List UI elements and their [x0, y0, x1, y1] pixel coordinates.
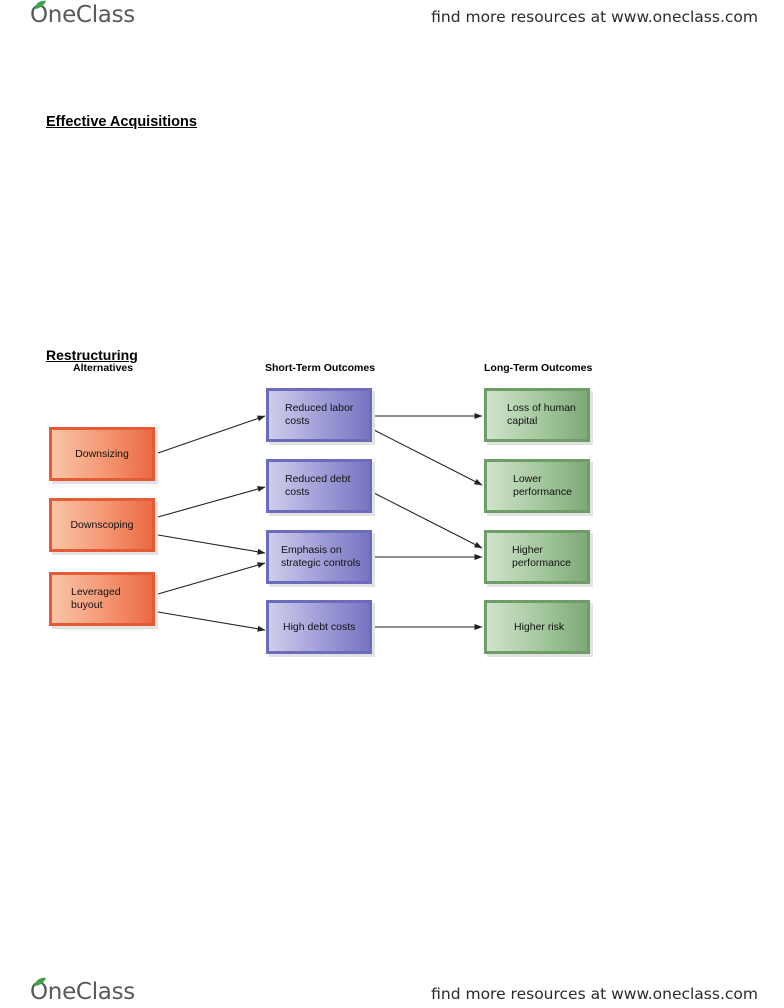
arrow-reduced-labor-to-lower-perf — [373, 429, 483, 486]
diagram-box-leveraged-buyout: Leveraged buyout — [49, 572, 155, 626]
oneclass-logo: OneClass — [30, 0, 135, 28]
site-link-footer[interactable]: find more resources at www.oneclass.com — [431, 985, 758, 1003]
box-label: Reduced debt costs — [285, 473, 351, 498]
box-label: Reduced labor costs — [285, 402, 354, 427]
box-label: Leveraged buyout — [71, 586, 121, 611]
arrow-reduced-debt-to-higher-perf — [373, 492, 483, 549]
leaf-icon — [34, 0, 46, 9]
box-label: Higher risk — [514, 620, 565, 633]
arrow-downsizing-to-reduced-labor — [157, 415, 266, 454]
arrow-buyout-to-high-debt — [157, 611, 266, 632]
section-heading-effective-acquisitions: Effective Acquisitions — [46, 114, 197, 130]
diagram-box-reduced-labor-costs: Reduced labor costs — [266, 388, 372, 442]
column-title-alternatives: Alternatives — [73, 362, 134, 374]
site-link[interactable]: find more resources at www.oneclass.com — [431, 8, 758, 26]
box-label: Downscoping — [70, 518, 134, 531]
logo-text: OneClass — [30, 2, 135, 28]
section-heading-restructuring: Restructuring — [46, 347, 138, 363]
column-title-short-term: Short-Term Outcomes — [265, 362, 376, 374]
box-label: Lower performance — [513, 473, 572, 498]
arrow-buyout-to-emphasis — [157, 562, 266, 595]
diagram-box-loss-human-capital: Loss of human capital — [484, 388, 590, 442]
oneclass-logo-footer: OneClass — [30, 977, 135, 1005]
diagram-box-higher-performance: Higher performance — [484, 530, 590, 584]
diagram-box-higher-risk: Higher risk — [484, 600, 590, 654]
leaf-icon — [34, 977, 46, 986]
diagram-box-downscoping: Downscoping — [49, 498, 155, 552]
logo-text: OneClass — [30, 979, 135, 1005]
diagram-box-high-debt-costs: High debt costs — [266, 600, 372, 654]
column-title-long-term: Long-Term Outcomes — [484, 362, 593, 374]
arrow-downscoping-to-emphasis — [157, 534, 266, 555]
diagram-box-reduced-debt-costs: Reduced debt costs — [266, 459, 372, 513]
box-label: Downsizing — [75, 447, 129, 460]
diagram-box-downsizing: Downsizing — [49, 427, 155, 481]
diagram-box-lower-performance: Lower performance — [484, 459, 590, 513]
arrow-downscoping-to-reduced-debt — [157, 486, 266, 518]
box-label: Higher performance — [512, 544, 571, 569]
box-label: High debt costs — [283, 620, 356, 633]
box-label: Emphasis on strategic controls — [281, 544, 361, 569]
diagram-box-emphasis-strategic-controls: Emphasis on strategic controls — [266, 530, 372, 584]
box-label: Loss of human capital — [507, 402, 576, 427]
